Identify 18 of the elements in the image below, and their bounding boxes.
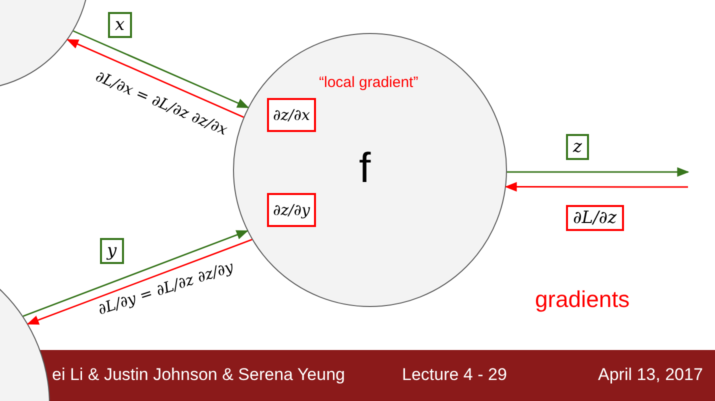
variable-label: ∂L/∂z	[566, 205, 624, 231]
variable-label: x	[108, 12, 132, 38]
variable-label: y	[100, 238, 124, 264]
arrow	[22, 230, 248, 317]
arrow	[26, 238, 252, 325]
variable-label: z	[566, 134, 589, 160]
arrow	[73, 30, 250, 108]
annotation-text: “local gradient”	[319, 74, 418, 91]
arrow	[66, 39, 244, 118]
footer-text: ei Li & Justin Johnson & Serena Yeung	[52, 365, 345, 385]
formula-box: ∂z/∂y	[267, 193, 316, 227]
arrow	[504, 182, 688, 192]
formula-box: ∂z/∂x	[267, 98, 316, 132]
footer-text: April 13, 2017	[598, 365, 703, 385]
function-label: f	[359, 144, 371, 192]
heading-text: gradients	[535, 286, 630, 313]
footer-text: Lecture 4 - 29	[402, 365, 507, 385]
arrow	[507, 167, 690, 177]
